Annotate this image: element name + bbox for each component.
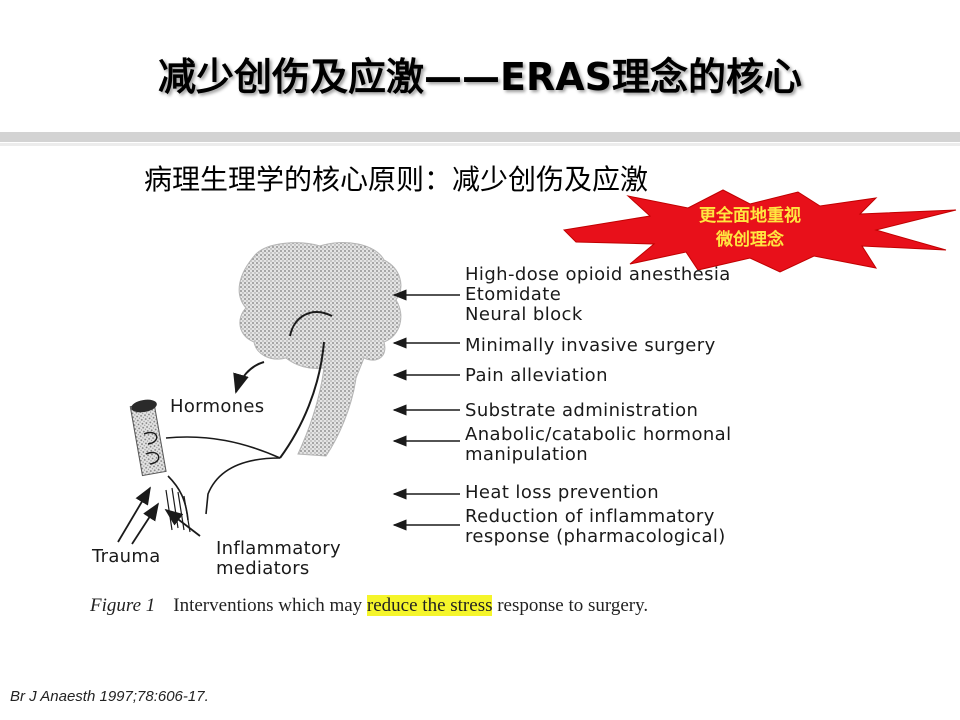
intervention-item: response (pharmacological) — [465, 526, 726, 547]
brain-shape — [238, 242, 402, 457]
caption-text-after: response to surgery. — [492, 595, 649, 616]
trauma-arrow-2 — [131, 502, 159, 545]
hormone-pathway — [289, 311, 333, 337]
stress-response-figure: Hormones Trauma Inflammatory mediators H… — [88, 238, 828, 648]
hormones-label: Hormones — [170, 396, 265, 417]
intervention-item: Heat loss prevention — [465, 482, 660, 503]
callout-line-2: 微创理念 — [716, 230, 784, 250]
intervention-item: Etomidate — [465, 284, 562, 305]
title-divider — [0, 132, 960, 142]
adrenal-top — [131, 399, 157, 413]
inflammatory-label-line-2: mediators — [216, 558, 310, 579]
intervention-item: Neural block — [465, 304, 583, 325]
hormones-arrow — [233, 361, 265, 394]
callout-starburst — [562, 189, 957, 273]
intervention-item: Minimally invasive surgery — [465, 335, 716, 356]
slide-title: 减少创伤及应激——ERAS理念的核心 — [158, 55, 802, 99]
trauma-label: Trauma — [92, 546, 161, 567]
intervention-item: manipulation — [465, 444, 589, 465]
intervention-item: High-dose opioid anesthesia — [465, 264, 731, 285]
inflammatory-label-line-1: Inflammatory — [216, 538, 341, 559]
pathway-diagram — [117, 242, 460, 545]
trauma-arrow-1 — [117, 486, 151, 543]
callout-text: 更全面地重视 微创理念 — [640, 204, 860, 252]
mediator-arrow — [164, 508, 201, 537]
nerve-loops — [143, 431, 160, 465]
efferent-pathway — [165, 436, 281, 459]
intervention-item: Anabolic/catabolic hormonal — [465, 424, 732, 445]
mediator-pathway — [205, 457, 281, 515]
caption-text-before: Interventions which may — [173, 595, 367, 616]
afferent-pathway — [279, 341, 325, 459]
intervention-item: Reduction of inflammatory — [465, 506, 715, 527]
intervention-item: Substrate administration — [465, 400, 699, 421]
figure-caption: Figure 1 Interventions which may reduce t… — [90, 594, 820, 618]
intervention-arrows — [392, 289, 460, 531]
callout-line-1: 更全面地重视 — [699, 206, 801, 226]
caption-highlight: reduce the stress — [366, 595, 493, 616]
adrenal-gland — [129, 401, 167, 477]
intervention-item: Pain alleviation — [465, 365, 608, 386]
slide-subtitle: 病理生理学的核心原则：减少创伤及应激 — [144, 163, 649, 196]
title-divider-shadow — [0, 143, 960, 146]
starburst-shape — [562, 189, 957, 273]
citation: Br J Anaesth 1997;78:606-17. — [10, 688, 209, 705]
figure-number: Figure 1 — [90, 595, 156, 616]
